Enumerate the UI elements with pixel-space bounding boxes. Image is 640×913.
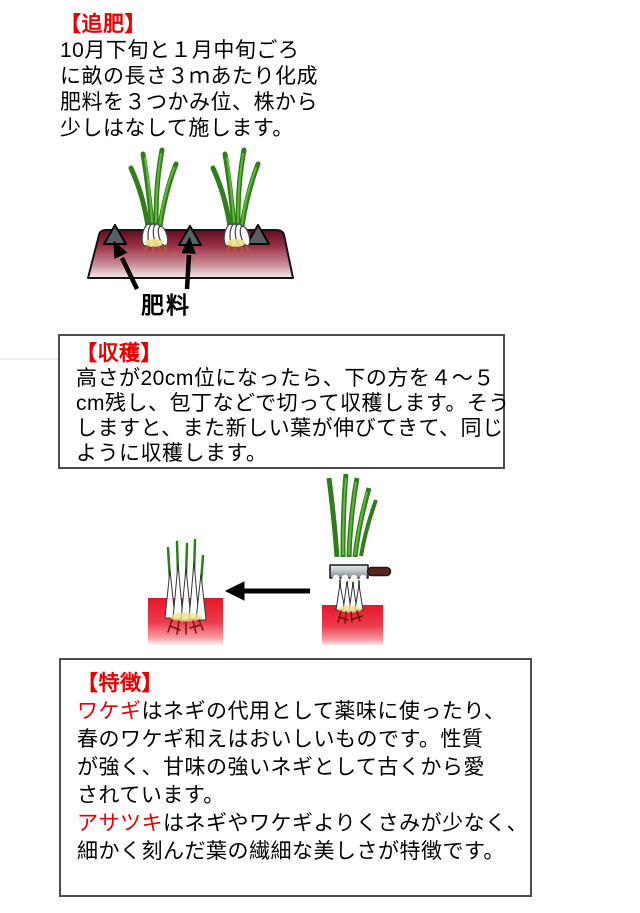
features-box: 【特徴】 ワケギはネギの代用として薬味に使ったり、 春のワケギ和えはおいしいもの… (59, 658, 532, 897)
onion-stubs (335, 576, 364, 624)
fertilizer-arrow (181, 236, 196, 290)
topdressing-line: 10月下旬と１月中旬ごろ (60, 39, 300, 62)
cut-onion-tops (326, 473, 378, 558)
fertilizer-illustration-svg (87, 142, 294, 290)
fertilizer-triangle (246, 224, 270, 245)
harvest-line: ように収穫します。 (76, 442, 268, 465)
topdressing-section: 【追肥】 10月下旬と１月中旬ごろ に畝の長さ３ｍあたり化成 肥料を３つかみ位、… (60, 12, 318, 142)
topdressing-line: 肥料を３つかみ位、株から (60, 91, 318, 114)
feature-line: 細かく刻んだ葉の繊細な美しさが特徴です。 (77, 840, 505, 863)
fertilizer-illustration (85, 142, 315, 317)
keyword-wakegi: ワケギ (77, 700, 142, 723)
topdressing-line: 少しはなして施します。 (60, 117, 294, 140)
keyword-asatsuki: アサツキ (77, 812, 163, 835)
feature-line: 春のワケギ和えはおいしいものです。性質 (77, 728, 484, 751)
fertilizer-arrow (113, 240, 140, 290)
harvest-line: cm残し、包丁などで切って収穫します。そう (76, 392, 510, 415)
left-arrow-icon (224, 581, 310, 601)
topdressing-line: に畝の長さ３ｍあたり化成 (60, 65, 318, 88)
feature-line: が強く、甘味の強いネギとして古くから愛 (77, 756, 485, 779)
feature-line: ワケギはネギの代用として薬味に使ったり、 (77, 700, 506, 723)
harvest-title: 【収穫】 (76, 342, 162, 365)
harvest-line: 高さが20cm位になったら、下の方を４～５ (76, 367, 495, 390)
topdressing-title: 【追肥】 (60, 13, 146, 36)
fertilizer-label: 肥料 (141, 292, 191, 318)
harvest-box: 【収穫】 高さが20cm位になったら、下の方を４～５ cm残し、包丁などで切って… (58, 334, 510, 469)
regrown-onion (164, 538, 207, 635)
features-title: 【特徴】 (77, 672, 163, 695)
knife-icon (329, 564, 392, 583)
harvest-illustration (140, 470, 400, 648)
page-artifact-line (0, 358, 58, 360)
harvest-illustration-svg (148, 473, 392, 645)
harvest-line: しますと、また新しい葉が伸びてきて、同じ (76, 417, 504, 440)
feature-line: アサツキはネギやワケギよりくさみが少なく、 (77, 812, 529, 835)
feature-line: されています。 (77, 784, 225, 807)
